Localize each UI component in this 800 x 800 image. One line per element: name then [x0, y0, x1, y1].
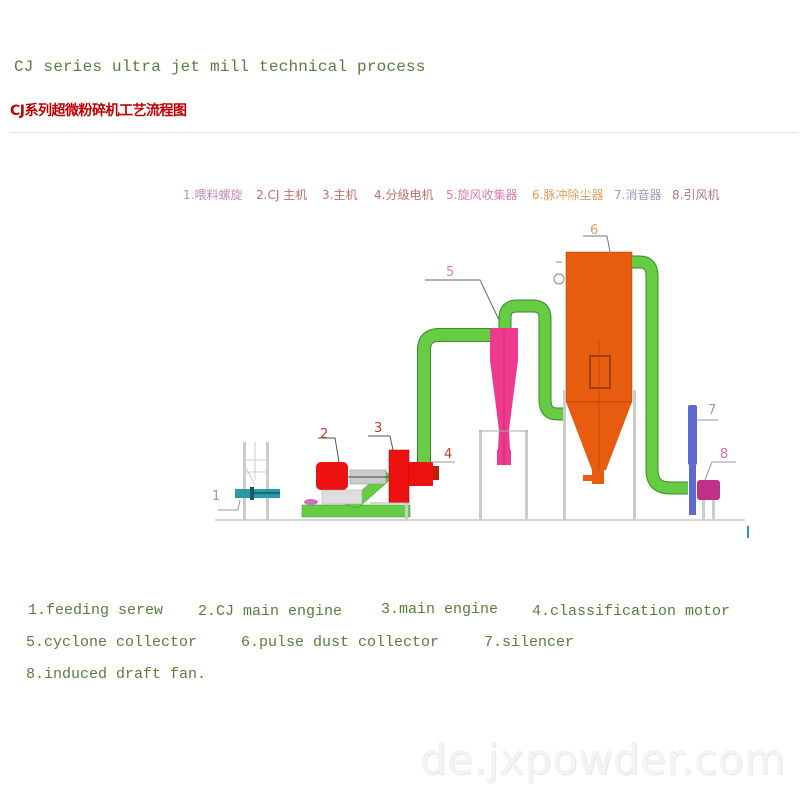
page-title-en: CJ series ultra jet mill technical proce… — [14, 58, 426, 76]
cj-main-engine-icon — [316, 437, 400, 505]
cn-legend-item: 5.旋风收集器 — [446, 188, 518, 202]
cn-legend-item: 2.CJ 主机 — [256, 188, 308, 202]
feeding-screw-icon — [218, 442, 280, 520]
cn-legend-item: 1.喂料螺旋 — [183, 188, 243, 202]
cn-legend-item: 4.分级电机 — [374, 188, 434, 202]
callout-3: 3 — [374, 421, 382, 436]
en-legend-item: 6.pulse dust collector — [241, 634, 440, 651]
en-legend-item: 8.induced draft fan. — [26, 666, 207, 683]
callout-4: 4 — [444, 447, 452, 462]
induced-draft-fan-icon — [697, 461, 736, 520]
en-legend-item: 5.cyclone collector — [26, 634, 198, 651]
cn-legend-item: 8.引风机 — [672, 188, 720, 202]
main-engine-icon — [368, 435, 439, 521]
divider — [10, 132, 798, 133]
callout-1: 1 — [212, 489, 220, 504]
callout-5: 5 — [446, 265, 454, 280]
process-diagram: 1 2 3 4 5 — [212, 223, 749, 538]
pipe-1 — [418, 329, 490, 462]
page-title-cn: CJ系列超微粉碎机工艺流程图 — [10, 103, 187, 119]
callout-6: 6 — [590, 223, 598, 238]
en-legend-item: 3.main engine — [381, 601, 499, 618]
en-legend-item: 4.classification motor — [532, 603, 731, 620]
pipe-3 — [632, 256, 688, 494]
cn-legend-item: 3.主机 — [322, 188, 358, 202]
pulse-dust-collector-icon — [553, 235, 636, 520]
cn-legend-item: 6.脉冲除尘器 — [532, 188, 604, 202]
en-legend-item: 2.CJ main engine — [198, 603, 343, 620]
watermark: de.jxpowder.com — [420, 735, 786, 784]
callout-8: 8 — [720, 447, 728, 462]
silencer-icon — [688, 405, 718, 515]
cn-legend-item: 7.消音器 — [614, 188, 662, 202]
en-legend-item: 1.feeding serew — [28, 602, 164, 619]
pipe-2 — [499, 300, 566, 420]
cyclone-collector-icon — [425, 279, 528, 520]
en-legend-item: 7.silencer — [484, 634, 575, 651]
callout-7: 7 — [708, 403, 716, 418]
callout-2: 2 — [320, 427, 328, 442]
